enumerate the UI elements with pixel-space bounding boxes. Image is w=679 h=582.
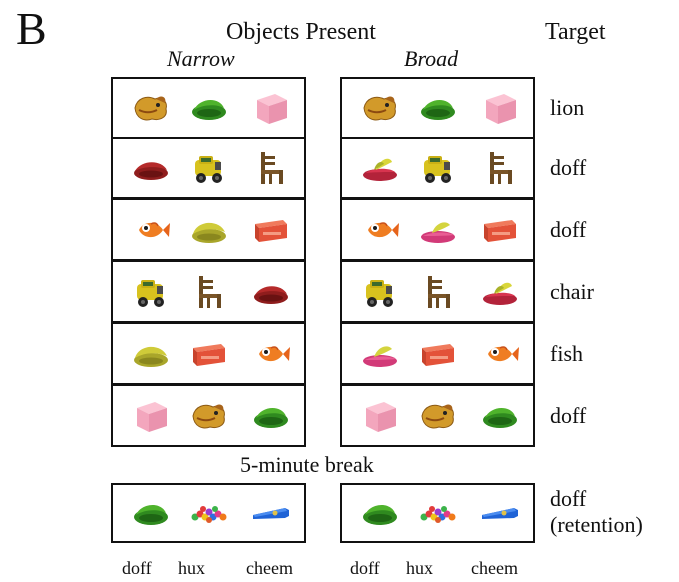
lion-toy-icon: [418, 398, 458, 434]
target-label-6: doff: [550, 403, 587, 428]
green-clip-icon: [360, 495, 400, 531]
target-label-1: lion: [550, 95, 585, 120]
brown-chair-icon: [189, 274, 229, 310]
yellow-truck-icon: [131, 274, 171, 310]
narrow-object-label: hux: [178, 558, 205, 578]
pink-yellow-clip-icon: [418, 212, 458, 248]
yellow-clip-icon: [189, 212, 229, 248]
orange-fish-icon: [131, 212, 171, 248]
narrow-retention-row: [111, 483, 306, 543]
green-clip-icon: [418, 90, 458, 126]
target-label-5: fish: [550, 341, 583, 366]
lion-toy-icon: [189, 398, 229, 434]
red-clip-icon: [131, 150, 171, 186]
broad-row-3: [340, 198, 535, 261]
target-label-3: doff: [550, 217, 587, 242]
narrow-row-3: [111, 198, 306, 261]
yellow-truck-icon: [360, 274, 400, 310]
yellow-truck-icon: [189, 150, 229, 186]
narrow-row-1: [111, 77, 306, 139]
narrow-heading: Narrow: [167, 46, 235, 71]
yellow-clip-icon: [131, 336, 171, 372]
broad-row-5: [340, 322, 535, 385]
bead-cluster-icon: [418, 495, 458, 531]
break-text: 5-minute break: [240, 452, 374, 477]
narrow-object-label: doff: [122, 558, 152, 578]
green-clip-icon: [131, 495, 171, 531]
red-brick-icon: [251, 212, 291, 248]
red-yellow-clip-icon: [360, 150, 400, 186]
red-brick-icon: [480, 212, 520, 248]
pink-yellow-clip-icon: [360, 336, 400, 372]
green-clip-icon: [480, 398, 520, 434]
broad-object-label: hux: [406, 558, 433, 578]
broad-heading: Broad: [404, 46, 459, 71]
brown-chair-icon: [251, 150, 291, 186]
red-brick-icon: [418, 336, 458, 372]
broad-row-6: [340, 384, 535, 447]
retention-target-label: doff: [550, 486, 587, 511]
narrow-row-4: [111, 260, 306, 323]
broad-retention-row: [340, 483, 535, 543]
orange-fish-icon: [480, 336, 520, 372]
blue-tube-icon: [251, 495, 291, 531]
pink-cube-icon: [480, 90, 520, 126]
lion-toy-icon: [131, 90, 171, 126]
orange-fish-icon: [251, 336, 291, 372]
red-clip-icon: [251, 274, 291, 310]
retention-note-label: (retention): [550, 512, 643, 537]
broad-object-label: doff: [350, 558, 380, 578]
narrow-row-5: [111, 322, 306, 385]
broad-row-4: [340, 260, 535, 323]
target-heading: Target: [545, 19, 606, 45]
red-brick-icon: [189, 336, 229, 372]
narrow-row-2: [111, 137, 306, 199]
blue-tube-icon: [480, 495, 520, 531]
panel-label: B: [16, 3, 47, 54]
broad-object-label: cheem: [471, 558, 518, 578]
lion-toy-icon: [360, 90, 400, 126]
bead-cluster-icon: [189, 495, 229, 531]
green-clip-icon: [251, 398, 291, 434]
red-yellow-clip-icon: [480, 274, 520, 310]
narrow-row-6: [111, 384, 306, 447]
target-label-4: chair: [550, 279, 594, 304]
narrow-object-label: cheem: [246, 558, 293, 578]
broad-row-2: [340, 137, 535, 199]
broad-row-1: [340, 77, 535, 139]
pink-cube-icon: [360, 398, 400, 434]
orange-fish-icon: [360, 212, 400, 248]
pink-cube-icon: [251, 90, 291, 126]
brown-chair-icon: [418, 274, 458, 310]
objects-present-heading: Objects Present: [226, 19, 376, 45]
target-label-2: doff: [550, 155, 587, 180]
green-clip-icon: [189, 90, 229, 126]
pink-cube-icon: [131, 398, 171, 434]
brown-chair-icon: [480, 150, 520, 186]
yellow-truck-icon: [418, 150, 458, 186]
